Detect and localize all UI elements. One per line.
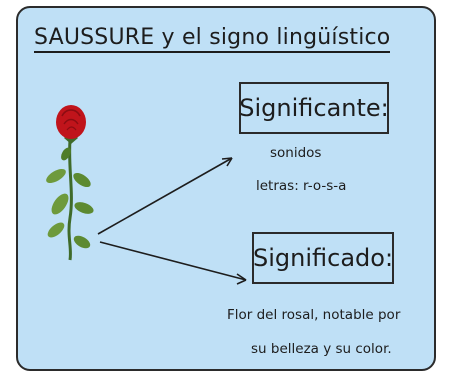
- diagram-card: SAUSSURE y el signo lingüístico: [16, 6, 436, 371]
- significante-line-letras: letras: r-o-s-a: [256, 178, 347, 194]
- significado-line-2: su belleza y su color.: [251, 341, 392, 357]
- significante-box: Significante:: [239, 82, 389, 134]
- significado-box: Significado:: [252, 232, 394, 284]
- rose-illustration: [46, 105, 94, 261]
- diagram-artwork: [46, 105, 247, 285]
- arrow-to-significante: [97, 157, 233, 235]
- diagram-title: SAUSSURE y el signo lingüístico: [34, 26, 391, 53]
- significante-label: Significante:: [239, 94, 389, 122]
- significante-line-sonidos: sonidos: [270, 145, 322, 161]
- significado-label: Significado:: [252, 244, 394, 272]
- significado-line-1: Flor del rosal, notable por: [227, 307, 401, 323]
- arrow-to-significado: [99, 241, 247, 285]
